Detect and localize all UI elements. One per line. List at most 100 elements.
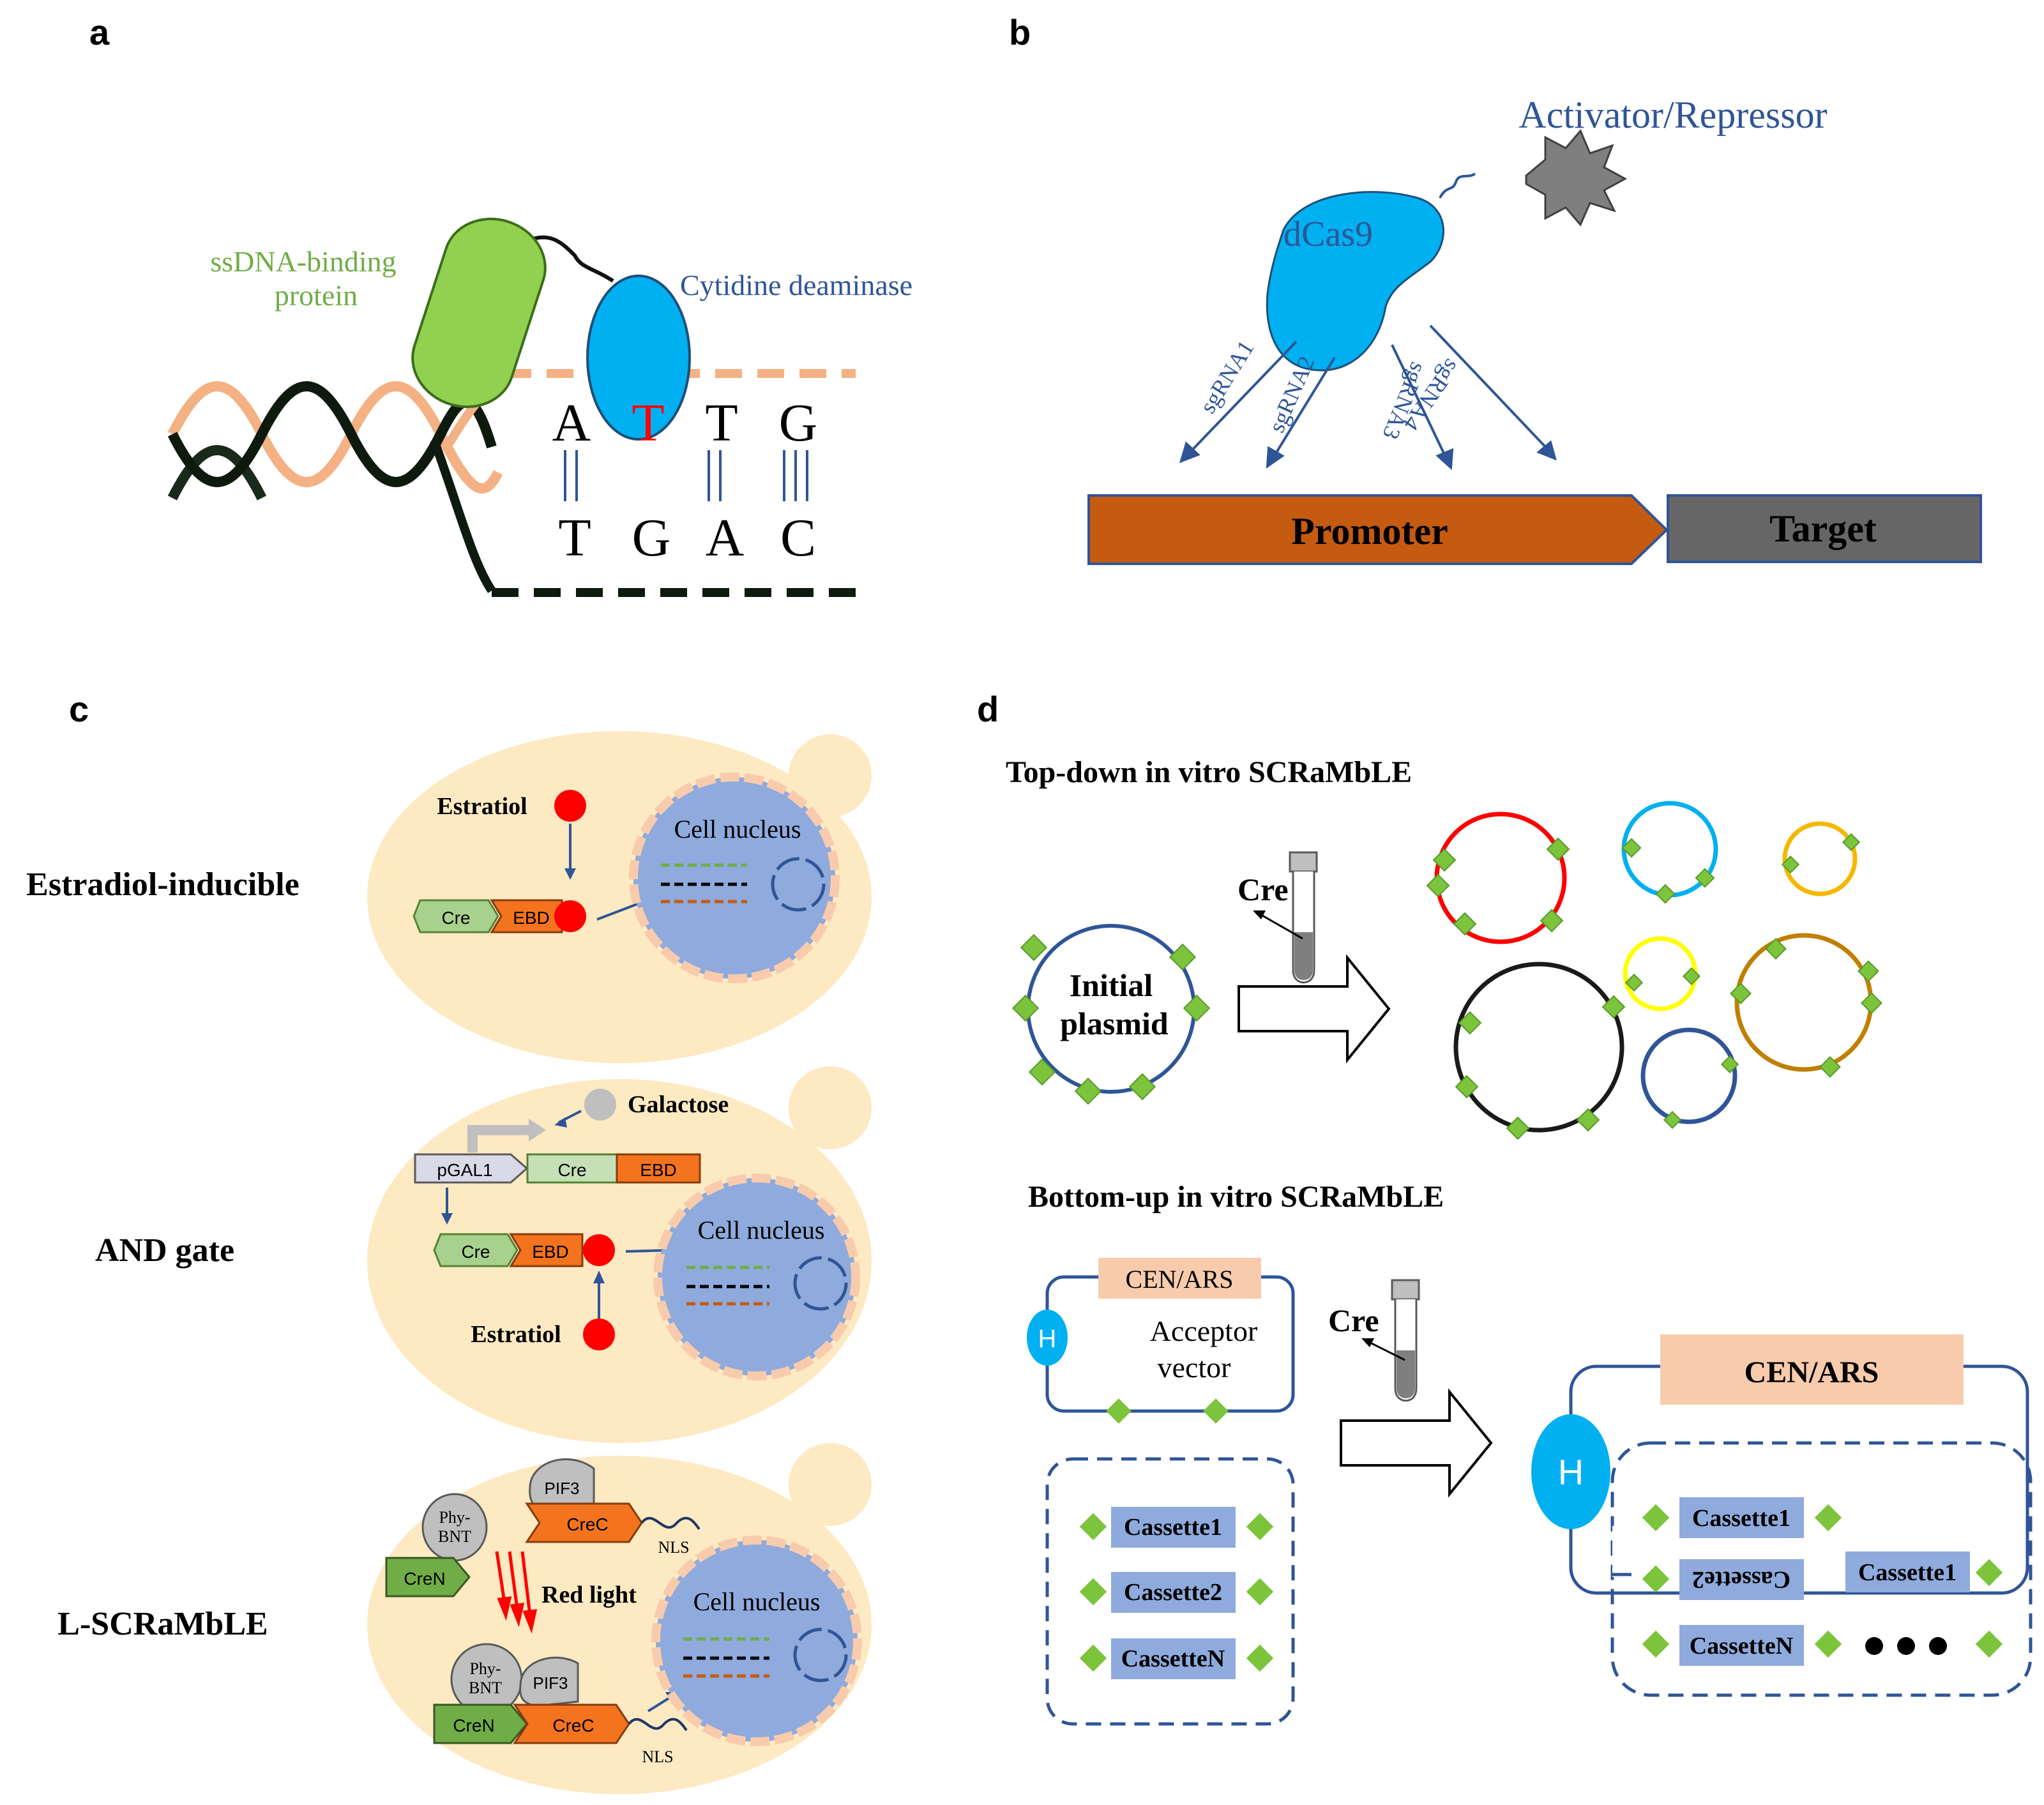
nucleus-label: Cell nucleus	[674, 815, 801, 843]
ebd-gene	[616, 1153, 701, 1184]
cassette-pool	[1045, 1457, 1295, 1726]
cre-label-top: Cre	[1238, 872, 1289, 907]
target-block	[1667, 494, 1982, 563]
cassette-label-inverted: Cassette2	[1692, 1566, 1790, 1593]
loxp-site	[1106, 1398, 1132, 1424]
cen-ars-large	[1660, 1334, 1964, 1405]
panel-label-a: a	[89, 12, 110, 52]
cre-gene-label: Cre	[557, 1160, 586, 1180]
cre-label: Cre	[441, 908, 470, 928]
phy-label: Phy-	[469, 1659, 501, 1678]
pif3-protein	[529, 1458, 595, 1514]
bound-estradiol	[554, 900, 586, 932]
ellipsis-dot	[1865, 1637, 1883, 1655]
output-plasmid-yellow	[1623, 936, 1698, 1011]
sgrna-label: sgRNA1	[1195, 336, 1259, 418]
cassette-list-right: Cassette1 Cassette2 Cassette1 CassetteN	[1642, 1497, 2003, 1666]
top-base: G	[779, 393, 818, 453]
h-large-label: H	[1558, 1452, 1584, 1492]
bottom-base: A	[706, 508, 745, 568]
estradiol-molecule	[554, 790, 586, 822]
bottom-bases: T G A C	[558, 508, 816, 568]
ssdna-label-line1: ssDNA-binding	[210, 245, 396, 278]
red-light-arrows	[495, 1551, 538, 1634]
pgal1-label: pGAL1	[437, 1160, 492, 1180]
nucleus-label: Cell nucleus	[693, 1587, 821, 1616]
acceptor-line1: Acceptor	[1150, 1315, 1258, 1347]
plasmid	[793, 1628, 848, 1682]
nls-label: NLS	[642, 1748, 673, 1766]
cell-nucleus	[651, 1536, 862, 1746]
cassette	[1679, 1497, 1804, 1538]
ebd-protein	[490, 899, 563, 933]
loxp-site	[1203, 1398, 1229, 1424]
top-base: T	[705, 393, 738, 453]
cre-protein	[433, 1233, 519, 1267]
promoter-block	[1087, 494, 1669, 565]
cytidine-deaminase	[586, 275, 691, 441]
pif3-label: PIF3	[545, 1479, 580, 1498]
h-marker-large	[1531, 1414, 1610, 1529]
initial-plasmid-line2: plasmid	[1060, 1006, 1169, 1041]
output-plasmid-gold	[1734, 933, 1874, 1072]
dna-helix	[167, 381, 503, 501]
cren-label: CreN	[404, 1569, 445, 1589]
cell-nucleus	[653, 1174, 860, 1380]
cassette-label: Cassette1	[1858, 1559, 1957, 1586]
cassette	[1679, 1559, 1804, 1600]
row-label: AND gate	[95, 1232, 234, 1269]
cassette	[1111, 1507, 1236, 1548]
l-scramble-row: L-SCRaMbLE PIF3 CreC NLS Phy- BNT CreN R…	[57, 1443, 872, 1794]
target-label: Target	[1769, 508, 1877, 550]
phy-label: Phy-	[439, 1508, 470, 1527]
cren-label: CreN	[453, 1716, 494, 1735]
top-down-title: Top-down in vitro SCRaMbLE	[1006, 755, 1412, 789]
cassette	[1679, 1625, 1804, 1666]
deaminase-label: Cytidine deaminase	[680, 269, 912, 301]
cassette-label: Cassette1	[1124, 1514, 1222, 1541]
ellipsis-dot	[1897, 1637, 1915, 1655]
cassette-label: Cassette2	[1124, 1579, 1222, 1606]
nls-label: NLS	[658, 1538, 689, 1557]
cassette	[1111, 1638, 1236, 1679]
pgal1-promoter	[414, 1153, 529, 1184]
galactose-label: Galactose	[628, 1091, 729, 1118]
bnt-label: BNT	[438, 1527, 471, 1546]
ellipsis-dot	[1929, 1637, 1947, 1655]
ebd-protein	[509, 1233, 584, 1267]
panel-label-c: c	[69, 689, 89, 729]
cell-nucleus	[629, 773, 840, 983]
cren-protein	[385, 1557, 471, 1597]
plasmid	[771, 857, 826, 912]
cassette-list-left: Cassette1 Cassette2 CassetteN	[1079, 1507, 1274, 1679]
panel-label-d: d	[977, 689, 999, 729]
tube-cap	[1289, 851, 1318, 873]
dcas9-label: dCas9	[1283, 215, 1373, 254]
cassette	[1111, 1572, 1236, 1613]
loxp-sites	[1011, 933, 1211, 1105]
initial-plasmid-line1: Initial	[1070, 967, 1153, 1003]
and-gate-row: AND gate Galactose pGAL1 Cre EBD Cre EBD…	[95, 1066, 872, 1443]
tube-contents	[1397, 1350, 1415, 1398]
output-loxp-sites	[1426, 833, 1882, 1140]
yeast-bud	[789, 1066, 872, 1149]
panel-c: Estradiol-inducible Estratiol Cre EBD Ce…	[26, 731, 872, 1794]
estradiol-inducible-row: Estradiol-inducible Estratiol Cre EBD Ce…	[26, 731, 872, 1063]
cen-ars-small	[1098, 1258, 1261, 1299]
row-label: Estradiol-inducible	[26, 866, 299, 903]
sgrna-arrows	[1179, 324, 1557, 471]
ssdna-binding-protein	[411, 217, 547, 409]
ebd-gene-label: EBD	[640, 1160, 677, 1180]
tube-contents	[1294, 932, 1313, 980]
pif3-protein	[519, 1656, 579, 1707]
crec-label: CreC	[566, 1514, 608, 1534]
top-base-edited: T	[632, 393, 664, 453]
panel-b: Activator/Repressor dCas9 sgRNA1 sgRNA2 …	[1087, 94, 1982, 565]
output-plasmid-orange	[1782, 821, 1858, 896]
top-base: A	[552, 393, 591, 453]
effector-starburst	[1525, 129, 1628, 227]
bound-estradiol	[583, 1234, 615, 1266]
bottom-up-title: Bottom-up in vitro SCRaMbLE	[1028, 1180, 1444, 1214]
galactose-molecule	[584, 1089, 616, 1121]
cassette-label: Cassette1	[1692, 1505, 1790, 1532]
